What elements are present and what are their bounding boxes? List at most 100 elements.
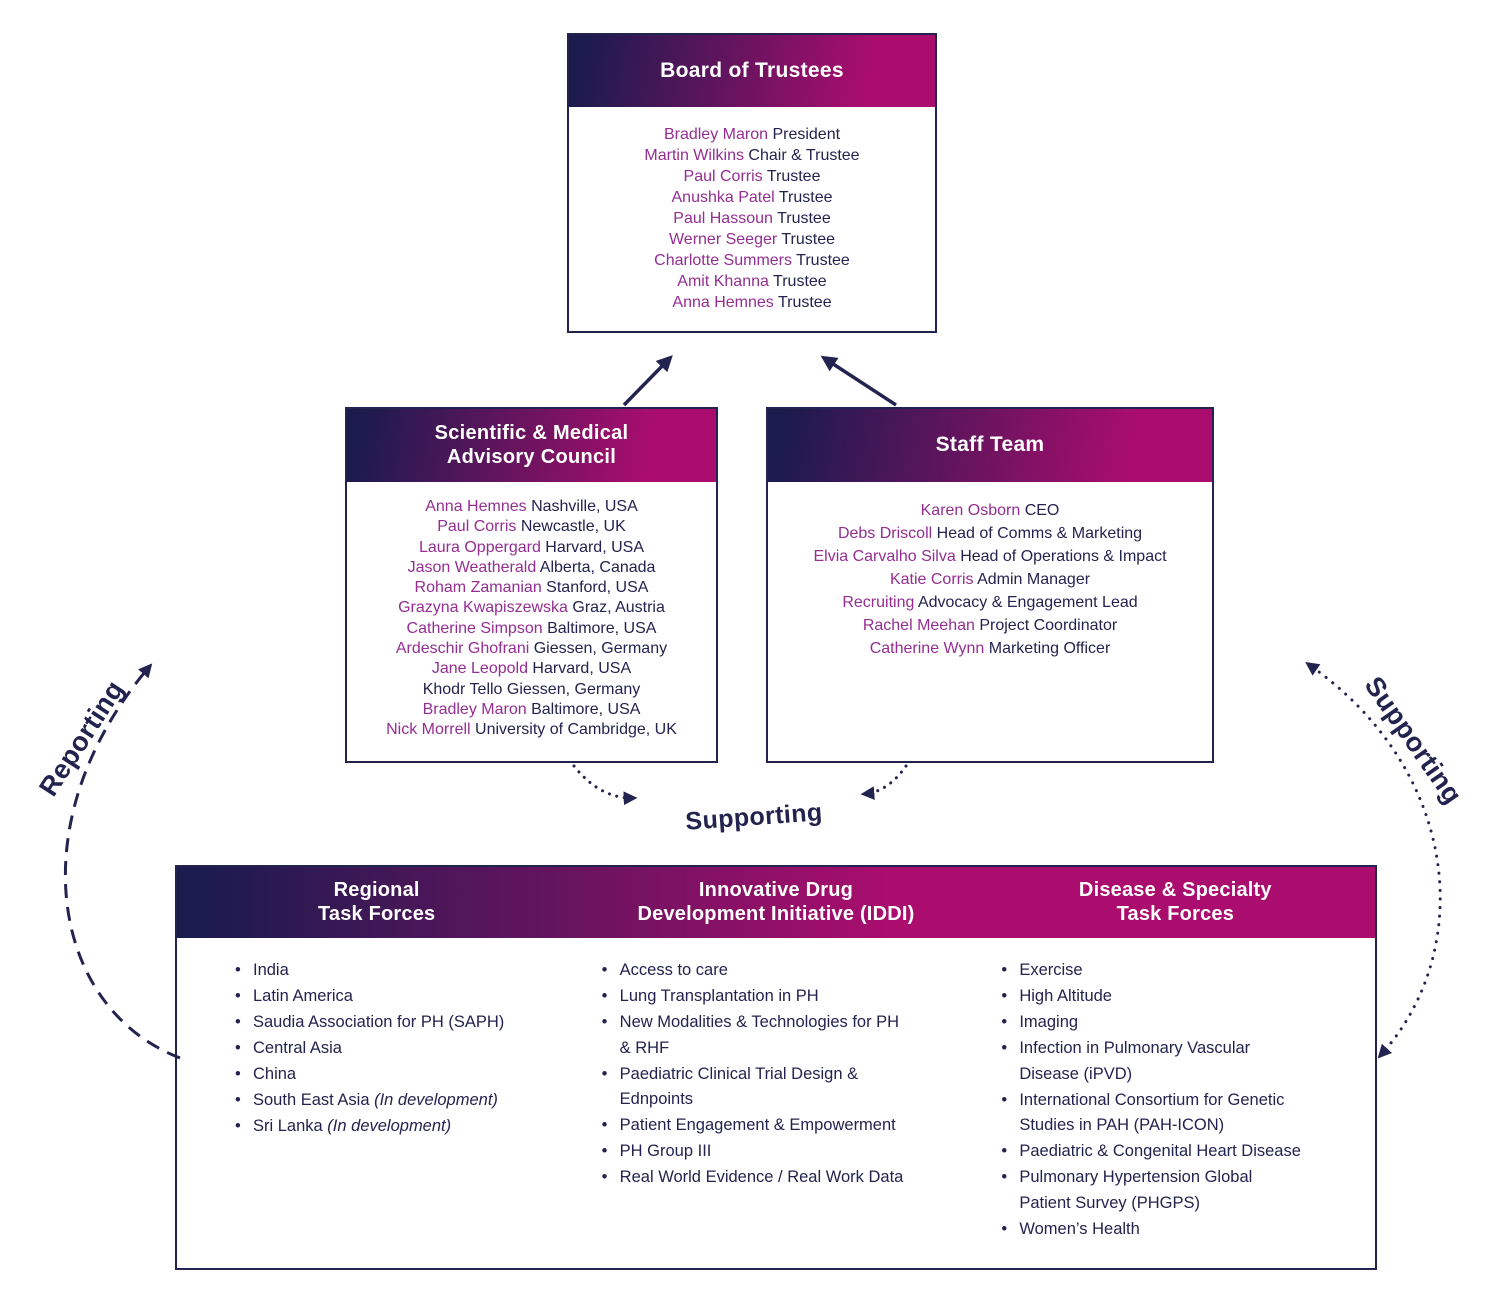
- member-line: Nick Morrell University of Cambridge, UK: [347, 720, 716, 740]
- task-item: Real World Evidence / Real Work Data: [599, 1165, 906, 1191]
- task-item: High Altitude: [998, 984, 1305, 1010]
- member-role: President: [772, 126, 841, 143]
- member-name: Karen Osborn: [920, 502, 1021, 519]
- member-role: Baltimore, USA: [531, 700, 641, 718]
- task-item: Exercise: [998, 958, 1305, 984]
- task-item: New Modalities & Technologies for PH & R…: [599, 1010, 906, 1061]
- task-item: Lung Transplantation in PH: [599, 984, 906, 1010]
- task-forces-box: Regional Task Forces Innovative Drug Dev…: [175, 865, 1377, 1270]
- member-line: Anna Hemnes Trustee: [569, 292, 935, 313]
- member-line: Katie Corris Admin Manager: [768, 568, 1212, 591]
- staff-team-header: Staff Team: [768, 409, 1212, 482]
- member-line: Debs Driscoll Head of Comms & Marketing: [768, 522, 1212, 545]
- regional-title-line1: Regional: [333, 878, 420, 901]
- member-role: Trustee: [777, 210, 831, 227]
- member-name: Laura Oppergard: [418, 538, 541, 556]
- task-item: Sri Lanka (In development): [232, 1114, 539, 1140]
- reporting-label: Reporting: [33, 675, 130, 802]
- member-role: University of Cambridge, UK: [475, 721, 677, 739]
- supporting-center-label: Supporting: [684, 798, 824, 836]
- task-item: South East Asia (In development): [232, 1088, 539, 1114]
- member-role: Alberta, Canada: [539, 558, 656, 576]
- member-role: Newcastle, UK: [520, 518, 626, 536]
- task-item: Pulmonary Hypertension Global Patient Su…: [998, 1165, 1305, 1216]
- member-role: Trustee: [777, 294, 832, 311]
- task-forces-body: IndiaLatin AmericaSaudia Association for…: [177, 938, 1375, 1243]
- member-line: Bradley Maron President: [569, 124, 935, 145]
- member-line: Ardeschir Ghofrani Giessen, Germany: [347, 639, 716, 659]
- member-role: Admin Manager: [977, 571, 1091, 588]
- regional-task-forces-column: IndiaLatin AmericaSaudia Association for…: [177, 958, 579, 1243]
- member-line: Amit Khanna Trustee: [569, 271, 935, 292]
- member-role: Trustee: [796, 252, 850, 269]
- member-name: Jason Weatherald: [407, 558, 537, 576]
- member-name: Catherine Simpson: [406, 619, 543, 637]
- member-name: Elvia Carvalho Silva: [813, 548, 956, 565]
- supporting-right-label: Supporting: [1358, 671, 1469, 810]
- member-name: Werner Seeger: [668, 231, 778, 248]
- scientific-medical-advisory-council-box: Scientific & Medical Advisory Council An…: [345, 407, 718, 763]
- task-item: Central Asia: [232, 1036, 539, 1062]
- member-name: Paul Corris: [683, 168, 763, 185]
- staff-members-list: Karen Osborn CEO Debs Driscoll Head of Co…: [768, 482, 1212, 660]
- task-item: Women’s Health: [998, 1217, 1305, 1243]
- council-to-board-arrow: [622, 355, 673, 407]
- member-name: Charlotte Summers: [654, 252, 792, 269]
- member-role: Nashville, USA: [531, 498, 638, 515]
- member-line: Anna Hemnes Nashville, USA: [347, 497, 716, 517]
- member-line: Laura Oppergard Harvard, USA: [347, 538, 716, 558]
- member-name: Catherine Wynn: [869, 640, 985, 657]
- task-item: PH Group III: [599, 1139, 906, 1165]
- member-line: Rachel Meehan Project Coordinator: [768, 614, 1212, 637]
- member-name: Anna Hemnes: [425, 498, 527, 515]
- member-line: Elvia Carvalho Silva Head of Operations …: [768, 545, 1212, 568]
- member-role: Giessen, Germany: [506, 680, 641, 698]
- member-name: Debs Driscoll: [837, 525, 933, 542]
- member-line: Paul Hassoun Trustee: [569, 208, 935, 229]
- task-item: Paediatric Clinical Trial Design & Ednpo…: [599, 1062, 906, 1113]
- member-line: Charlotte Summers Trustee: [569, 250, 935, 271]
- disease-specialty-title: Disease & Specialty Task Forces: [976, 867, 1375, 938]
- member-name: Anushka Patel: [671, 189, 775, 206]
- member-name: Recruiting: [842, 594, 915, 611]
- member-role: CEO: [1024, 502, 1060, 519]
- member-line: Roham Zamanian Stanford, USA: [347, 578, 716, 598]
- iddi-title: Innovative Drug Development Initiative (…: [576, 867, 975, 938]
- member-role: Project Coordinator: [979, 617, 1118, 634]
- member-line: Jason Weatherald Alberta, Canada: [347, 558, 716, 578]
- member-role: Baltimore, USA: [547, 619, 657, 637]
- member-role: Trustee: [781, 231, 835, 248]
- member-role: Stanford, USA: [546, 579, 649, 597]
- member-name: Grazyna Kwapiszewska: [398, 599, 568, 617]
- member-role: Graz, Austria: [572, 599, 665, 617]
- board-title: Board of Trustees: [660, 58, 844, 82]
- task-item: Infection in Pulmonary Vascular Disease …: [998, 1036, 1305, 1087]
- member-role: Trustee: [773, 273, 827, 290]
- staff-team-box: Staff Team Karen Osborn CEO Debs Driscoll…: [766, 407, 1214, 763]
- member-name: Bradley Maron: [663, 126, 768, 143]
- member-role: Trustee: [778, 189, 833, 206]
- task-item-note: (In development): [369, 1091, 498, 1109]
- member-line: Catherine Wynn Marketing Officer: [768, 637, 1212, 660]
- task-item: International Consortium for Genetic Stu…: [998, 1088, 1305, 1139]
- council-title-line2: Advisory Council: [446, 445, 617, 468]
- task-item: Access to care: [599, 958, 906, 984]
- member-role: Harvard, USA: [545, 538, 644, 556]
- member-name: Khodr Tello: [422, 680, 503, 698]
- member-line: Anushka Patel Trustee: [569, 187, 935, 208]
- member-name: Katie Corris: [889, 571, 974, 588]
- member-role: Advocacy & Engagement Lead: [917, 594, 1138, 611]
- member-line: Recruiting Advocacy & Engagement Lead: [768, 591, 1212, 614]
- member-name: Paul Hassoun: [673, 210, 773, 227]
- iddi-title-line1: Innovative Drug: [698, 878, 854, 901]
- member-line: Werner Seeger Trustee: [569, 229, 935, 250]
- council-header: Scientific & Medical Advisory Council: [347, 409, 716, 482]
- member-line: Paul Corris Newcastle, UK: [347, 517, 716, 537]
- member-name: Paul Corris: [437, 518, 517, 536]
- iddi-column: Access to careLung Transplantation in PH…: [579, 958, 974, 1243]
- member-role: Marketing Officer: [988, 640, 1111, 657]
- staff-title: Staff Team: [935, 433, 1045, 457]
- member-line: Martin Wilkins Chair & Trustee: [569, 145, 935, 166]
- task-forces-header: Regional Task Forces Innovative Drug Dev…: [177, 867, 1375, 938]
